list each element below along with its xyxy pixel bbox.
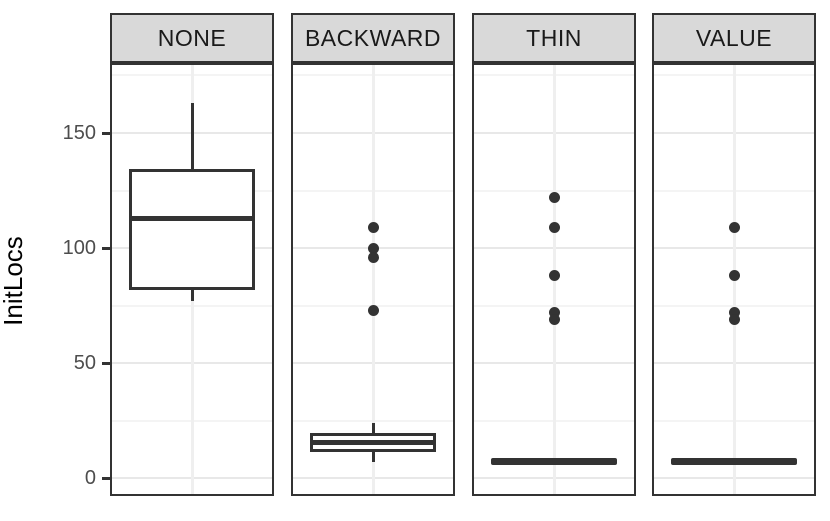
y-tick-label: 150 [62, 122, 96, 144]
boxplot-median [310, 440, 436, 446]
boxplot-upper-whisker [371, 423, 375, 434]
facet-panel-none [110, 63, 274, 496]
outlier-point [367, 242, 379, 254]
facet-panel-thin [472, 63, 636, 496]
y-tick-label: 100 [62, 237, 96, 260]
outlier-point [548, 313, 560, 325]
outlier-point [367, 251, 379, 263]
boxplot-flat-box [491, 457, 617, 465]
facet-panel-backward [291, 63, 455, 496]
facet-panel-value [652, 63, 816, 496]
facet-strip-none: NONE [110, 13, 274, 63]
boxplot-box [129, 168, 255, 290]
facet-strip-label: BACKWARD [304, 24, 442, 51]
gridline-x-major [371, 65, 375, 494]
y-tick-mark [102, 476, 110, 480]
facet-strip-label: VALUE [695, 24, 773, 51]
y-axis-title: InitLocs [0, 236, 28, 326]
outlier-point [728, 307, 740, 319]
y-tick-label: 0 [84, 467, 96, 490]
boxplot-upper-whisker [190, 103, 194, 169]
y-tick-mark [102, 131, 110, 135]
boxplot-median [129, 215, 255, 221]
outlier-point [548, 270, 560, 282]
outlier-point [367, 221, 379, 233]
facet-strip-label: NONE [157, 24, 227, 51]
outlier-point [548, 191, 560, 203]
outlier-point [728, 270, 740, 282]
y-tick-mark [102, 246, 110, 250]
y-tick-mark [102, 361, 110, 365]
y-tick-label: 50 [73, 352, 96, 375]
boxplot-lower-whisker [371, 451, 375, 463]
facet-strip-backward: BACKWARD [291, 13, 455, 63]
facet-strip-value: VALUE [652, 13, 816, 63]
outlier-point [367, 304, 379, 316]
outlier-point [548, 221, 560, 233]
facet-strip-label: THIN [526, 24, 582, 51]
outlier-point [728, 221, 740, 233]
boxplot-lower-whisker [190, 289, 194, 302]
outlier-point [548, 307, 560, 319]
outlier-point [728, 313, 740, 325]
facet-strip-thin: THIN [472, 13, 636, 63]
boxplot-flat-box [671, 457, 797, 465]
